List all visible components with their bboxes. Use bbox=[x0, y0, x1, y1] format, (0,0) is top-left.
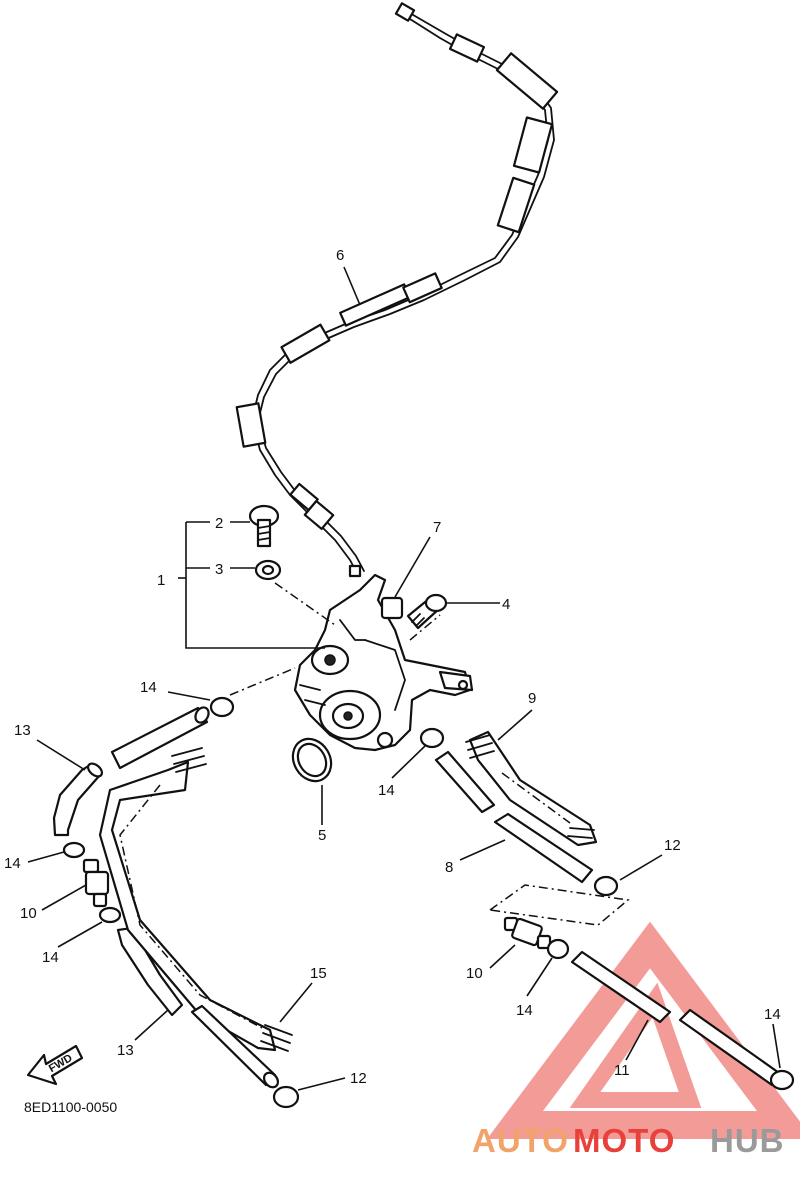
pipe-upper-left bbox=[110, 706, 210, 770]
clamp-14-left-upper bbox=[62, 841, 86, 859]
cable-boot-lower2 bbox=[235, 402, 267, 448]
watermark-text: AUTO MOTO HUB bbox=[472, 1122, 785, 1159]
clamp-14-right-lower bbox=[769, 1069, 795, 1091]
cable-boot-lower bbox=[280, 323, 331, 364]
watermark-triangle-inner bbox=[569, 982, 702, 1108]
watermark-logo bbox=[487, 921, 800, 1139]
clamp-14-right-mid bbox=[546, 938, 570, 960]
hose-9 bbox=[465, 730, 598, 847]
pipe-11 bbox=[570, 950, 784, 1087]
callout-14-left-lower: 14 bbox=[42, 949, 59, 966]
bracket-outline bbox=[488, 884, 630, 926]
cable-boot-mid bbox=[496, 176, 536, 234]
watermark-auto: AUTO bbox=[472, 1122, 569, 1159]
o-ring-part-5 bbox=[291, 737, 333, 783]
alignment-lines bbox=[119, 582, 571, 1029]
bolt-part-4 bbox=[406, 593, 448, 630]
cable-tip bbox=[348, 564, 362, 578]
callout-12-right: 12 bbox=[664, 837, 681, 854]
washer-part-3 bbox=[254, 559, 282, 581]
cable-nut-lower bbox=[303, 499, 335, 531]
cable-boot-upper2 bbox=[512, 116, 554, 174]
joint-10-left bbox=[82, 858, 110, 908]
callout-2: 2 bbox=[215, 515, 223, 532]
clamp-14-right-upper bbox=[419, 727, 445, 749]
cable-end-fitting bbox=[394, 2, 416, 22]
bolt-part-2 bbox=[248, 504, 280, 548]
callout-4: 4 bbox=[502, 596, 510, 613]
callout-13-lower: 13 bbox=[117, 1042, 134, 1059]
callout-14-left-upper: 14 bbox=[4, 855, 21, 872]
cable-boot-upper bbox=[495, 52, 559, 110]
cable-sleeve-top bbox=[448, 33, 486, 63]
callout-14-pump: 14 bbox=[378, 782, 395, 799]
clamp-14-upper bbox=[209, 696, 235, 718]
nut-part-7 bbox=[380, 596, 404, 620]
callout-10-left: 10 bbox=[20, 905, 37, 922]
leader-lines bbox=[27, 266, 781, 1091]
callout-15: 15 bbox=[310, 965, 327, 982]
pipe-8 bbox=[434, 750, 594, 884]
callout-1: 1 bbox=[157, 572, 165, 589]
cable-sleeve-mid bbox=[402, 272, 443, 304]
callout-9: 9 bbox=[528, 690, 536, 707]
throttle-cable bbox=[235, 2, 559, 578]
callout-3: 3 bbox=[215, 561, 223, 578]
hose-13-upper bbox=[52, 762, 104, 837]
callout-14-right-lower: 14 bbox=[764, 1006, 781, 1023]
callout-5: 5 bbox=[318, 827, 326, 844]
joint-10-right bbox=[503, 916, 552, 950]
watermark-moto: MOTO bbox=[573, 1122, 675, 1159]
callout-labels: 1 2 3 4 5 6 7 8 9 10 10 11 12 12 13 13 1… bbox=[4, 247, 781, 1087]
hose-15-long bbox=[98, 747, 293, 1052]
diagram-code: 8ED1100-0050 bbox=[24, 1099, 117, 1115]
forward-arrow: FWD bbox=[26, 1044, 84, 1086]
callout-14-top: 14 bbox=[140, 679, 157, 696]
oil-pump-assembly bbox=[293, 573, 474, 752]
watermark-hub: HUB bbox=[710, 1122, 785, 1159]
clamp-12-lower bbox=[272, 1085, 300, 1109]
callout-7: 7 bbox=[433, 519, 441, 536]
callout-13-upper: 13 bbox=[14, 722, 31, 739]
clamp-14-left-lower bbox=[98, 906, 122, 924]
callout-11: 11 bbox=[614, 1062, 630, 1079]
pipe-lower-left bbox=[190, 1004, 279, 1089]
callout-10-right: 10 bbox=[466, 965, 483, 982]
callout-12-lower: 12 bbox=[350, 1070, 367, 1087]
callout-6: 6 bbox=[336, 247, 344, 264]
clamp-12-right bbox=[593, 875, 619, 897]
callout-14-right-mid: 14 bbox=[516, 1002, 533, 1019]
callout-8: 8 bbox=[445, 859, 453, 876]
